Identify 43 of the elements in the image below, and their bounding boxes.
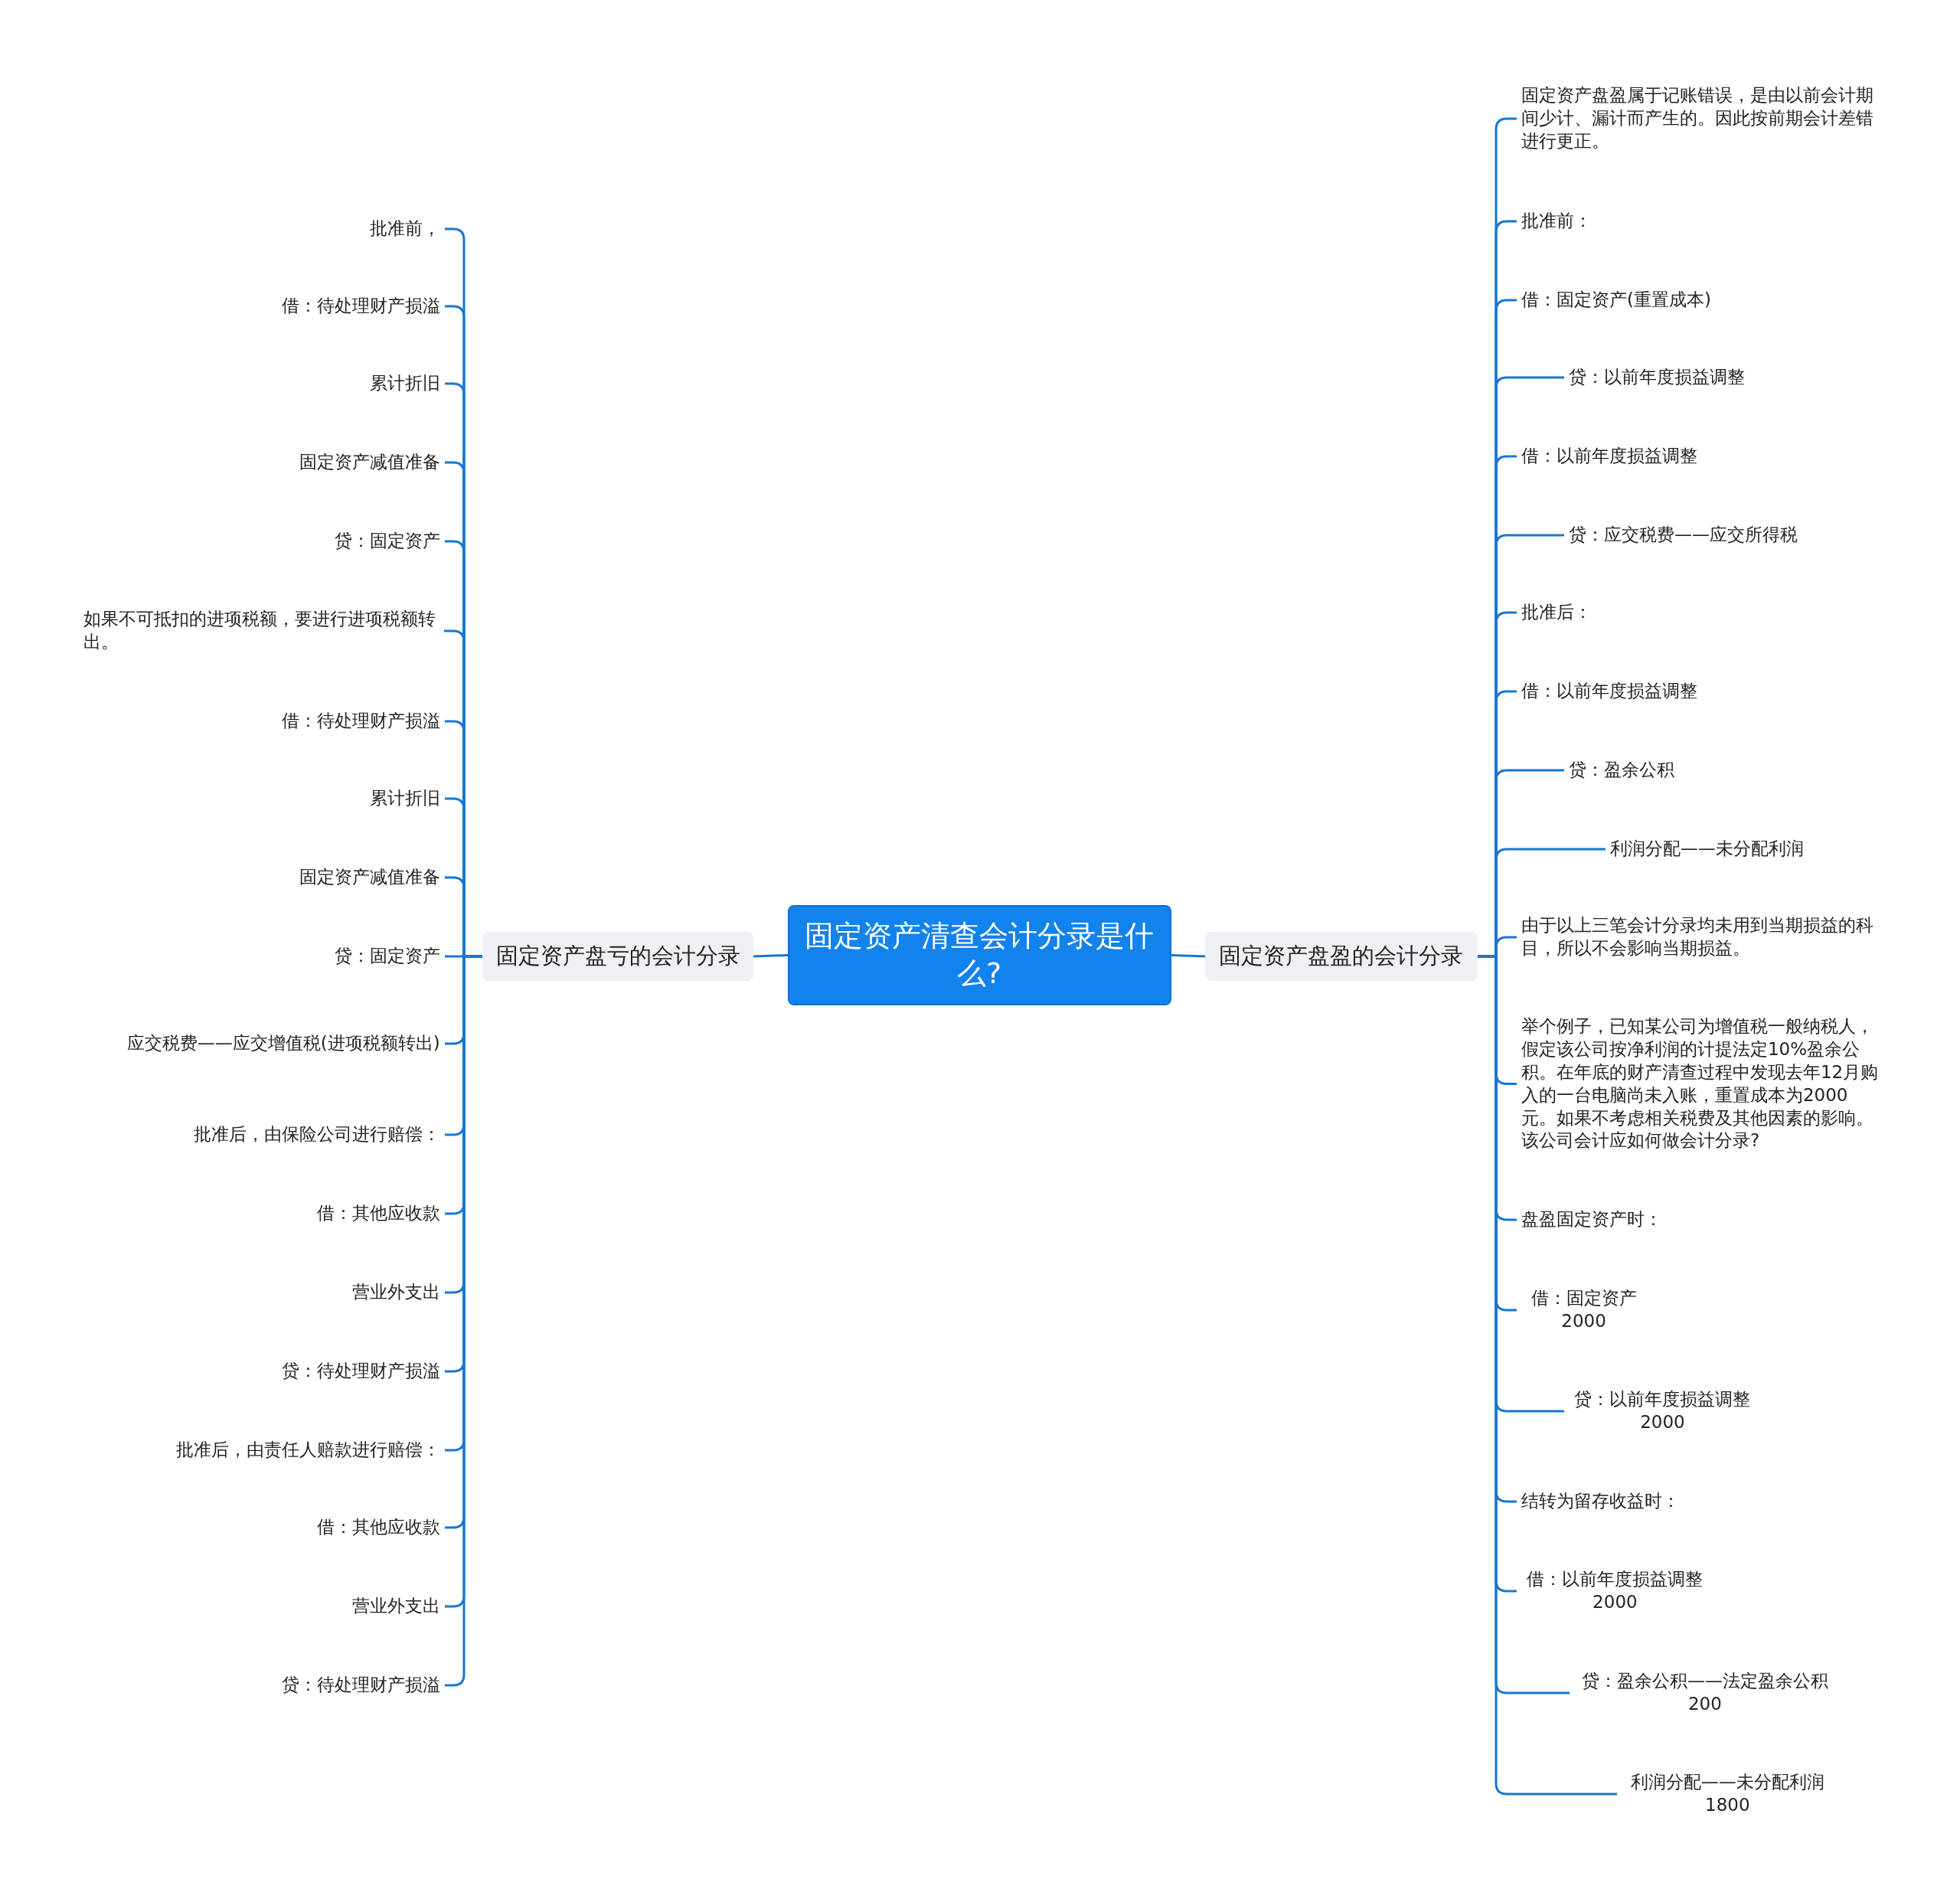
entry-text: 借：以前年度损益调整 xyxy=(1521,444,1879,468)
entry-text: 由于以上三笔会计分录均未用到当期损益的科目，所以不会影响当期损益。 xyxy=(1521,914,1879,961)
entry-text: 利润分配——未分配利润 1800 xyxy=(1621,1770,1834,1817)
connector-line xyxy=(1171,954,1206,958)
entry-text: 固定资产盘盈属于记账错误，是由以前会计期间少计、漏计而产生的。因此按前期会计差错进行更正。 xyxy=(1521,84,1879,153)
entry-text: 举个例子，已知某公司为增值税一般纳税人，假定该公司按净利润的计提法定10%盈余公积。在年底的财产清查过程中发现去年12月购入的一台电脑尚未入账，重置成本为2000元。如果不考虑相关税费及其他因素的影响。该公司会计应如何做会计分录? xyxy=(1521,1015,1879,1153)
entry-text: 贷：以前年度损益调整 2000 xyxy=(1568,1388,1756,1435)
entry-text: 借：固定资产 2000 xyxy=(1521,1287,1647,1333)
entry-text: 结转为留存收益时： xyxy=(1521,1489,1879,1513)
connector-line xyxy=(753,954,789,958)
entry-text: 应交税费——应交增值税(进项税额转出) xyxy=(126,1032,440,1056)
entry-text: 贷：盈余公积 xyxy=(1568,758,1926,782)
entry-text: 如果不可抵扣的进项税额，要进行进项税额转出。 xyxy=(83,608,440,655)
entry-text: 借：以前年度损益调整 xyxy=(1521,679,1879,703)
entry-text: 利润分配——未分配利润 xyxy=(1609,837,1960,861)
entry-text: 借：固定资产(重置成本) xyxy=(1521,288,1879,312)
entry-text: 营业外支出 xyxy=(351,1594,440,1618)
entry-text: 累计折旧 xyxy=(369,787,440,811)
entry-text: 借：其他应收款 xyxy=(316,1202,440,1226)
topic-box: 固定资产盘亏的会计分录 xyxy=(482,931,754,981)
entry-text: 借：待处理财产损溢 xyxy=(281,295,440,318)
entry-text: 贷：待处理财产损溢 xyxy=(281,1360,440,1383)
central-topic-box: 固定资产清查会计分录是什么? xyxy=(787,904,1171,1005)
entry-text: 贷：盈余公积——法定盈余公积 200 xyxy=(1573,1669,1837,1716)
entry-text: 借：以前年度损益调整 2000 xyxy=(1521,1568,1709,1615)
entry-text: 贷：固定资产 xyxy=(334,944,440,968)
entry-text: 贷：固定资产 xyxy=(334,529,440,553)
entry-text: 批准前： xyxy=(1521,209,1879,233)
entry-text: 批准后，由保险公司进行赔偿： xyxy=(193,1123,440,1147)
entry-text: 借：其他应收款 xyxy=(316,1516,440,1539)
entry-text: 贷：应交税费——应交所得税 xyxy=(1568,523,1926,547)
entry-text: 批准后，由责任人赔款进行赔偿： xyxy=(175,1438,440,1462)
entry-text: 借：待处理财产损溢 xyxy=(281,710,440,733)
entry-text: 固定资产减值准备 xyxy=(299,451,440,474)
entry-text: 累计折旧 xyxy=(369,372,440,396)
entry-text: 贷：待处理财产损溢 xyxy=(281,1673,440,1697)
entry-text: 盘盈固定资产时： xyxy=(1521,1208,1879,1232)
entry-text: 批准后： xyxy=(1521,601,1879,624)
entry-text: 营业外支出 xyxy=(351,1281,440,1305)
entry-text: 贷：以前年度损益调整 xyxy=(1568,366,1926,389)
topic-box: 固定资产盘盈的会计分录 xyxy=(1204,931,1478,981)
entry-text: 批准前， xyxy=(369,217,440,240)
entry-text: 固定资产减值准备 xyxy=(299,866,440,889)
